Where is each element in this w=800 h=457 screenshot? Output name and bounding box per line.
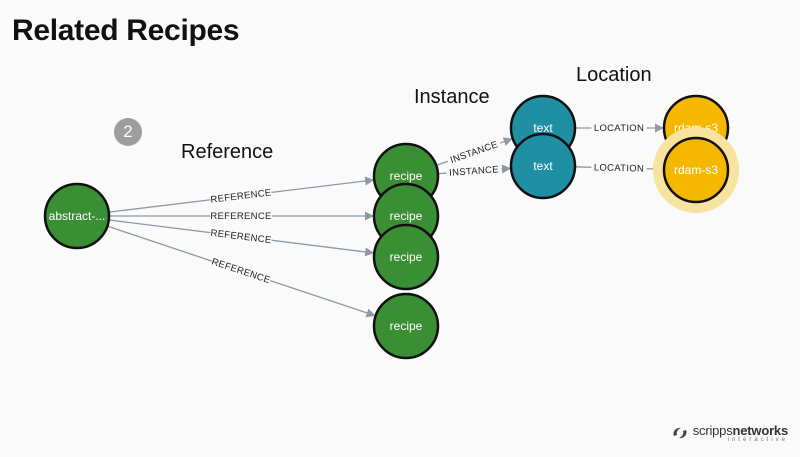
edge-label: REFERENCE	[210, 187, 272, 205]
edge-label: INSTANCE	[449, 164, 499, 179]
edge-label: REFERENCE	[210, 256, 272, 286]
node-label: rdam-s3	[674, 163, 718, 177]
node-recipe[interactable]: recipe	[372, 292, 440, 360]
node-label: recipe	[390, 209, 423, 223]
location-column-label: Location	[576, 64, 652, 86]
edge-label: REFERENCE	[210, 228, 272, 246]
node-label: recipe	[390, 319, 423, 333]
brand-mark-icon	[672, 426, 688, 440]
brand-logo: scrippsnetworks interactive	[672, 423, 788, 443]
edge-location[interactable]: LOCATION	[575, 122, 664, 134]
node-label: recipe	[390, 250, 423, 264]
edge-label: LOCATION	[594, 162, 645, 174]
edge-reference[interactable]: REFERENCE	[109, 210, 374, 222]
brand-name-bold: networks	[732, 423, 789, 438]
reference-column-label: Reference	[181, 141, 274, 163]
node-label: abstract-...	[49, 209, 106, 223]
slide-title: Related Recipes	[12, 14, 240, 47]
edge-label: LOCATION	[594, 123, 644, 134]
edge-label: INSTANCE	[449, 139, 500, 166]
node-label: text	[533, 121, 553, 135]
node-abstract[interactable]: abstract-...	[43, 182, 111, 250]
edge-label: REFERENCE	[210, 211, 271, 222]
node-label: text	[533, 159, 553, 173]
node-rdam[interactable]: rdam-s3	[653, 127, 739, 213]
edge-instance[interactable]: INSTANCE	[437, 163, 511, 180]
step-number-badge: 2	[114, 118, 142, 146]
node-label: recipe	[390, 169, 423, 183]
brand-subline: interactive	[727, 437, 788, 443]
edge-instance[interactable]: INSTANCE	[435, 137, 513, 167]
node-recipe[interactable]: recipe	[372, 223, 440, 291]
edge-location[interactable]: LOCATION	[574, 161, 664, 175]
node-text[interactable]: text	[509, 132, 577, 200]
brand-name-light: scripps	[692, 423, 733, 438]
edge-reference[interactable]: REFERENCE	[108, 219, 375, 257]
instance-column-label: Instance	[414, 86, 490, 108]
edge-reference[interactable]: REFERENCE	[108, 176, 375, 213]
